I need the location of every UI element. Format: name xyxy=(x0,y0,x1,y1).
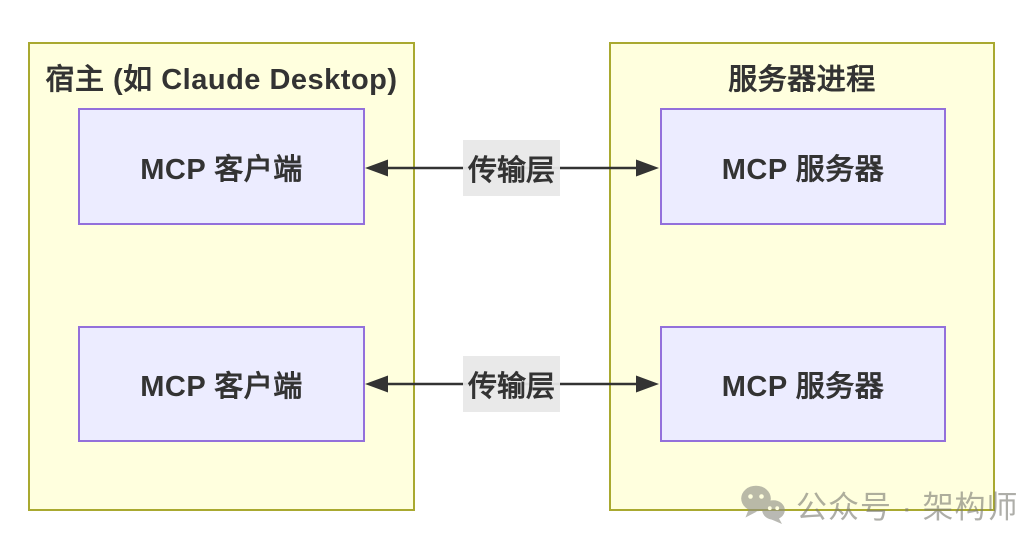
watermark: 公众号 · 架构师 xyxy=(740,482,1019,527)
mcp-server-node-1: MCP 服务器 xyxy=(660,108,946,225)
mcp-client-node-2: MCP 客户端 xyxy=(78,326,365,442)
wechat-icon xyxy=(740,485,787,525)
mcp-server-node-2: MCP 服务器 xyxy=(660,326,946,442)
server-container-title: 服务器进程 xyxy=(728,64,876,96)
transport-layer-label-2: 传输层 xyxy=(463,356,560,412)
transport-layer-label-1: 传输层 xyxy=(463,140,560,196)
watermark-text: 公众号 · 架构师 xyxy=(796,490,1019,525)
host-container-title: 宿主 (如 Claude Desktop) xyxy=(45,64,398,96)
mcp-client-node-1: MCP 客户端 xyxy=(78,108,365,225)
